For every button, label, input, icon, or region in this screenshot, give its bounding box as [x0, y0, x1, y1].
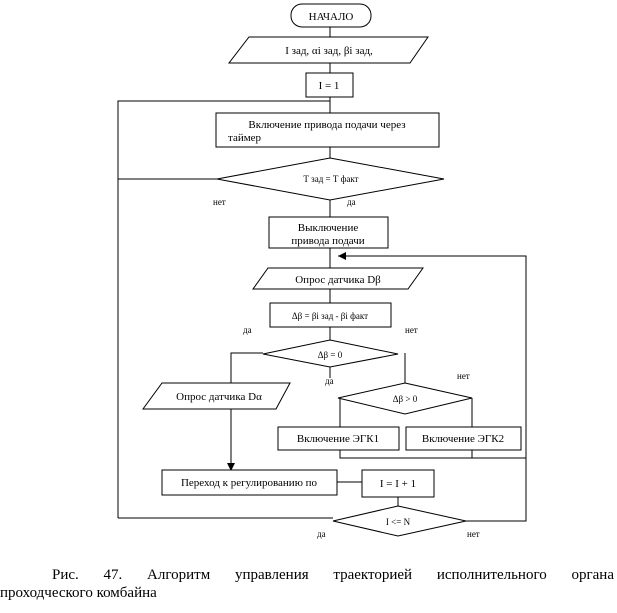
- feed-on-box: [215, 112, 440, 148]
- feed-on-label-line1: Включение привода подачи через: [248, 119, 405, 131]
- increment-label: I = I + 1: [380, 478, 416, 490]
- feed-off-label-line2: привода подачи: [291, 235, 364, 247]
- switch-reg-box: [161, 469, 338, 496]
- connector-lines: [117, 27, 527, 522]
- feed-off-box: [268, 216, 389, 249]
- zero-condition-yes: да: [243, 325, 252, 335]
- start-label: НАЧАЛО: [309, 11, 354, 23]
- figure-caption-line2: проходческого комбайна: [0, 585, 157, 601]
- switch-reg-label: Переход к регулированию по: [181, 477, 318, 489]
- input-parallelogram: [227, 36, 429, 64]
- end-condition-diamond: [332, 505, 467, 537]
- end-condition-yes: да: [317, 529, 326, 539]
- init-box: [305, 72, 354, 98]
- egk1-box: [277, 426, 400, 451]
- time-condition-diamond: [216, 157, 445, 201]
- pos-condition-diamond: [337, 382, 473, 415]
- pos-condition-no: нет: [457, 371, 470, 381]
- egk2-label: Включение ЭГК2: [422, 433, 504, 445]
- input-label: I зад, αi зад, βi зад,: [285, 45, 373, 57]
- time-condition-no: нет: [213, 197, 226, 207]
- feed-off-label-line1: Выключение: [298, 222, 359, 234]
- feed-on-label-line2: таймер: [228, 132, 262, 144]
- sensor-alpha-parallelogram: [142, 382, 291, 410]
- sensor-beta-label: Опрос датчика Dβ: [295, 274, 381, 286]
- delta-beta-box: [269, 302, 392, 328]
- sensor-alpha-label: Опрос датчика Dα: [176, 391, 262, 403]
- end-condition-no: нет: [467, 529, 480, 539]
- pos-condition-yes: да: [325, 376, 334, 386]
- increment-box: [361, 469, 435, 498]
- end-condition-label: I <= N: [386, 517, 411, 527]
- egk2-box: [405, 426, 522, 451]
- zero-condition-label: Δβ = 0: [318, 350, 343, 360]
- init-label: I = 1: [319, 80, 340, 92]
- figure-caption-line1: Рис. 47. Алгоритм управления траекторией…: [52, 567, 614, 583]
- zero-condition-no: нет: [405, 325, 418, 335]
- egk1-label: Включение ЭГК1: [297, 433, 379, 445]
- sensor-beta-parallelogram: [252, 267, 424, 290]
- start-terminator: [290, 3, 372, 28]
- time-condition-label: Т зад = Т факт: [303, 174, 358, 184]
- zero-condition-diamond: [262, 339, 399, 368]
- pos-condition-label: Δβ > 0: [393, 394, 418, 404]
- time-condition-yes: да: [347, 197, 356, 207]
- delta-beta-label: Δβ = βi зад - βi факт: [292, 311, 368, 321]
